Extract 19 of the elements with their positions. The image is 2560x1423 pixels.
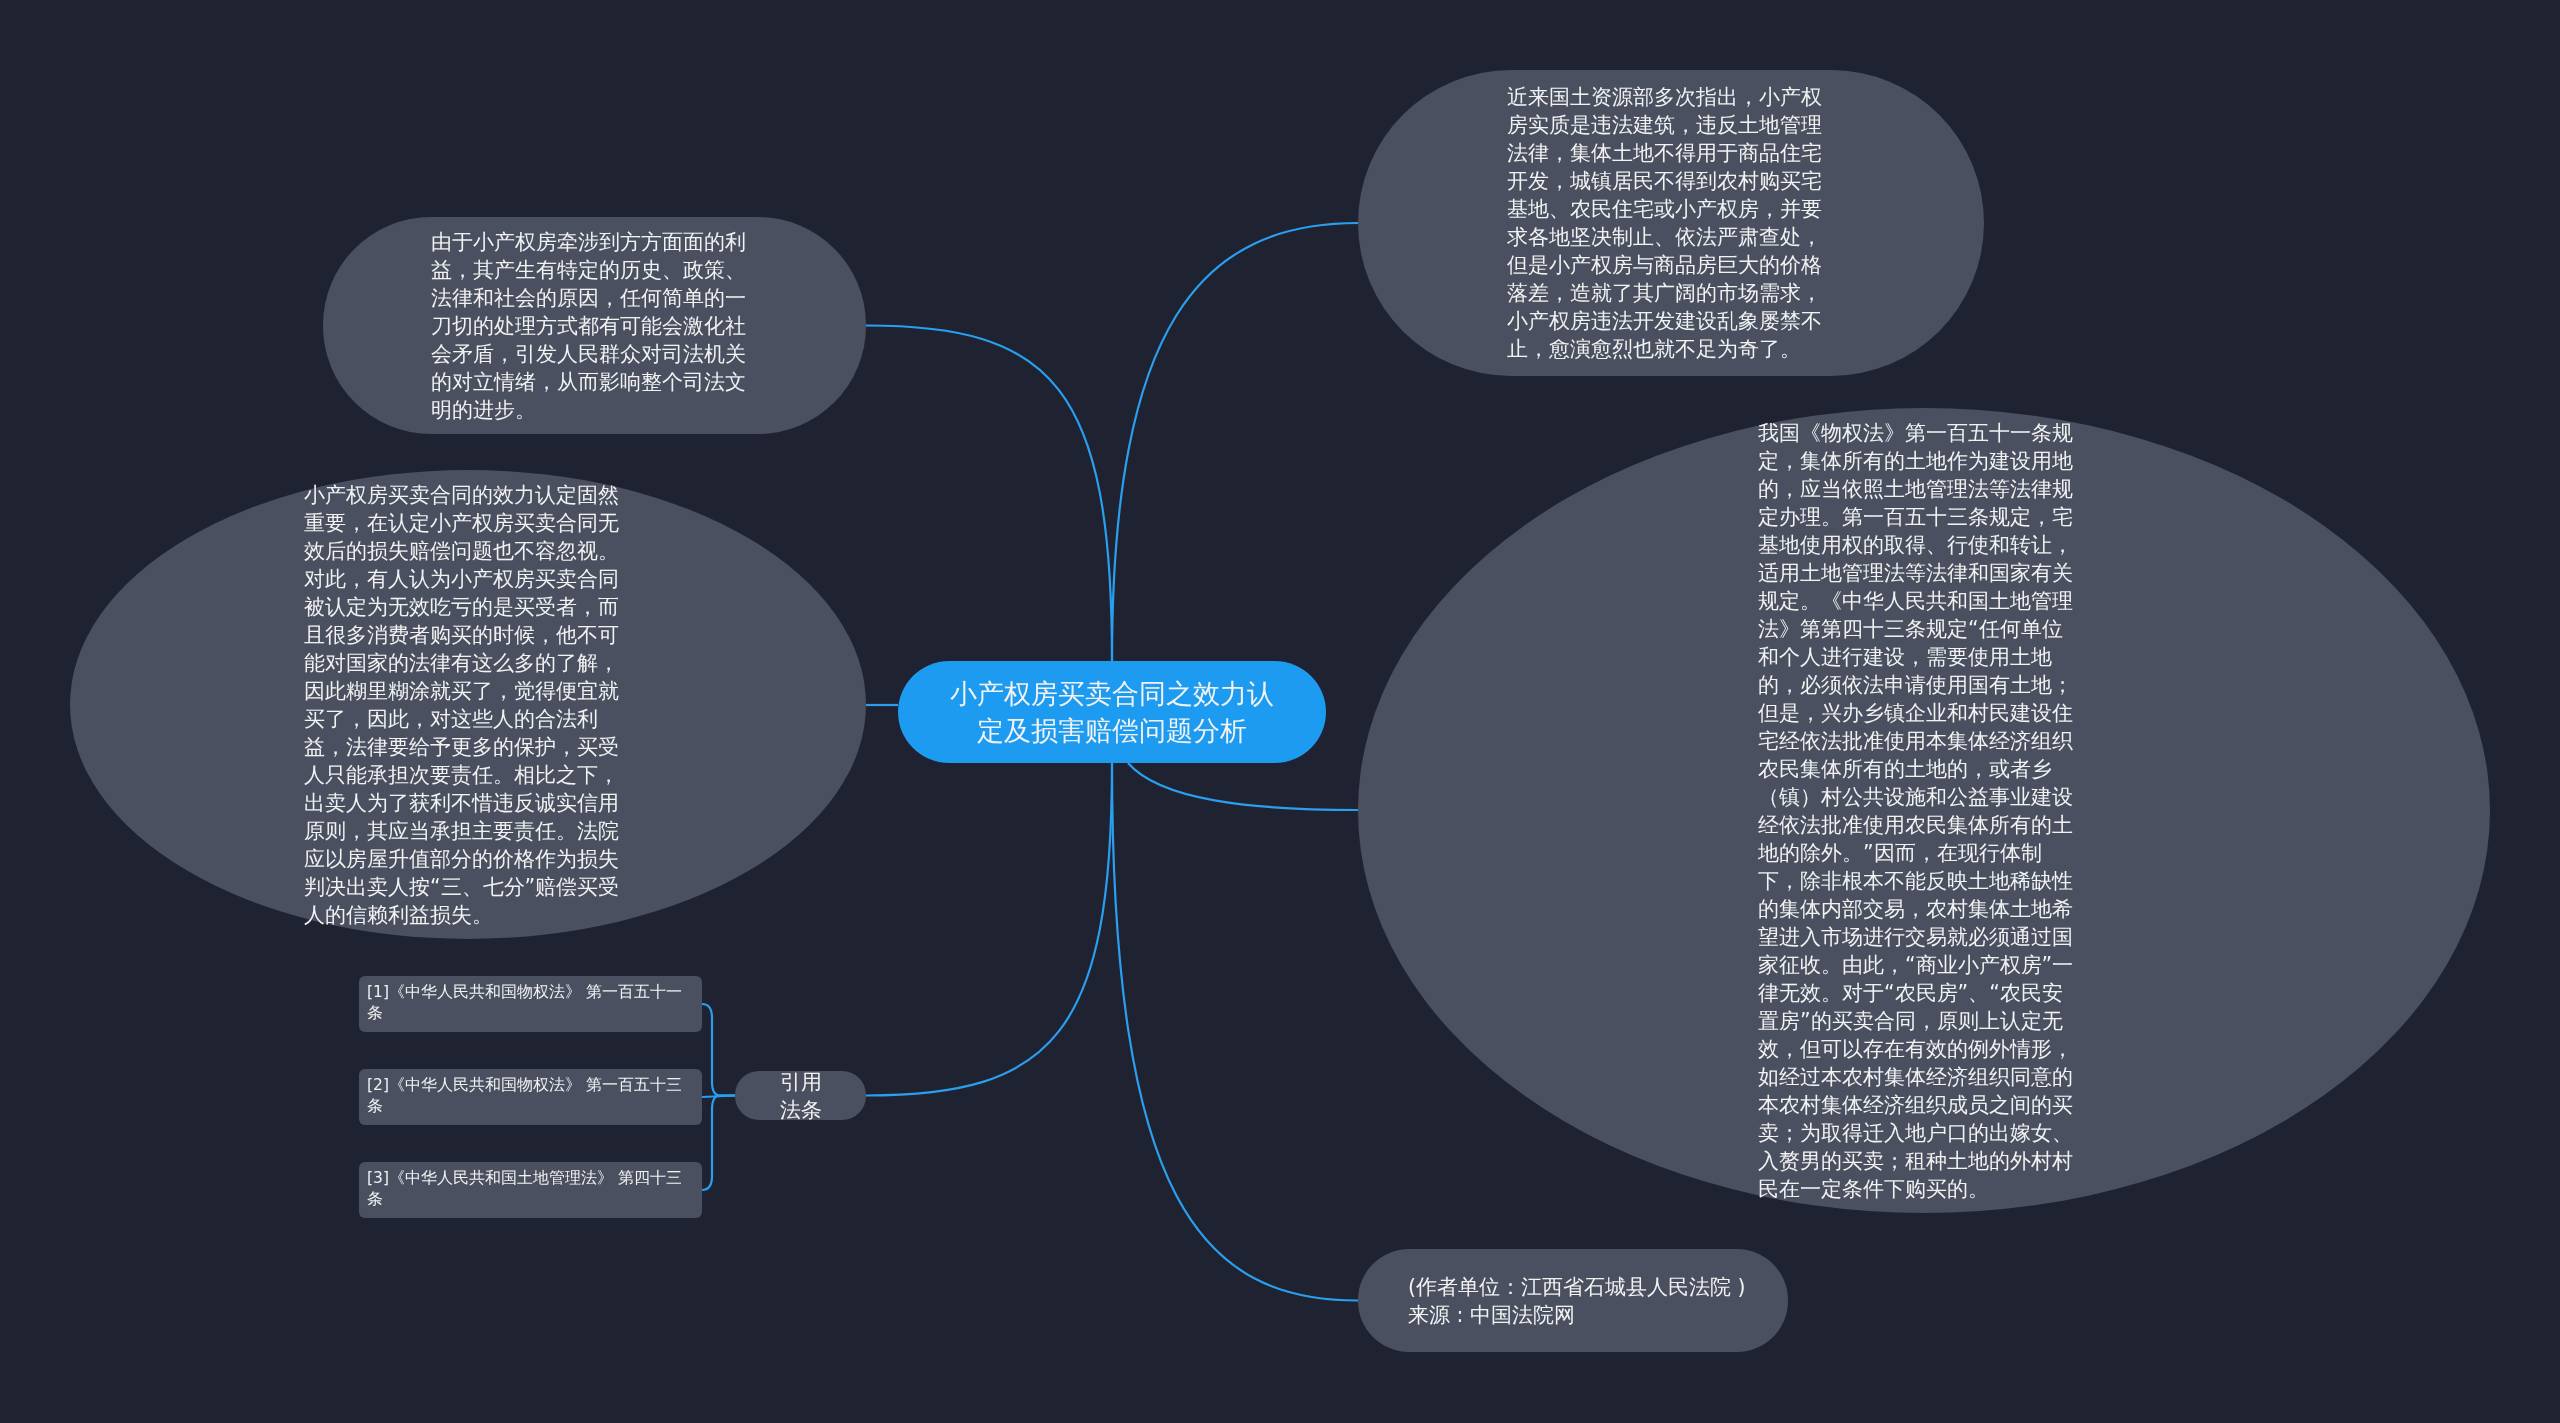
reference-box <box>359 1162 702 1218</box>
reference-box <box>359 976 702 1032</box>
node-text: 近来国土资源部多次指出，小产权房实质是违法建筑，违反土地管理法律，集体土地不得用于商品住宅开发，城镇居民不得到农村购买宅基地、农民住宅或小产权房，并要求各地坚决制止、依法严肃查处，但是小产权房与商品房巨大的价格落差，造就了其广阔的市场需求，小产权房违法开发建设乱象屡禁不止，愈演愈烈也就不足为奇了。 <box>1507 84 1823 363</box>
node-text: 由于小产权房牵涉到方方面面的利益，其产生有特定的历史、政策、法律和社会的原因，任何简单的一刀切的处理方式都有可能会激化社会矛盾，引发人民群众对司法机关的对立情绪，从而影响整个司法文明的进步。 <box>431 228 747 424</box>
connector-line <box>1110 762 1359 1302</box>
connector-line <box>866 703 898 707</box>
node-text: 小产权房买卖合同的效力认定固然重要，在认定小产权房买卖合同无效后的损失赔偿问题也不容忽视。对此，有人认为小产权房买卖合同被认定为无效吃亏的是买受者，而且很多消费者购买的时候，他不可能对国家的法律有这么多的了解，因此糊里糊涂就买了，觉得便宜就买了，因此，对这些人的合法利益，法律要给予更多的保护，买受人只能承担次要责任。相比之下，出卖人为了获利不惜违反诚实信用原则，其应当承担主要责任。法院应以房屋升值部分的价格作为损失判决出卖人按“三、七分”赔偿买受人的信赖利益损失。 <box>304 481 621 929</box>
connector-line <box>701 1094 735 1192</box>
node-text: 小产权房买卖合同之效力认定及损害赔偿问题分析 <box>949 677 1275 748</box>
node-text: 我国《物权法》第一百五十一条规定，集体所有的土地作为建设用地的，应当依照土地管理法等法律规定办理。第一百五十三条规定，宅基地使用权的取得、行使和转让，适用土地管理法等法律和国家有关规定。《中华人民共和国土地管理法》第第四十三条规定“任何单位和个人进行建设，需要使用土地的，必须依法申请使用国有土地；但是，兴办乡镇企业和村民建设住宅经依法批准使用本集体经济组织农民集体所有的土地的，或者乡（镇）村公共设施和公益事业建设经依法批准使用农民集体所有的土地的除外。”因而，在现行体制下，除非根本不能反映土地稀缺性的集体内部交易，农村集体土地希望进入市场进行交易就必须通过国家征收。由此，“商业小产权房”一律无效。对于“农民房”、“农民安置房”的买卖合同，原则上认定无效，但可以存在有效的例外情形，如经过本农村集体经济组织同意的本农村集体经济组织成员之间的买卖；为取得迁入地户口的出嫁女、入赘男的买卖；租种土地的外村村民在一定条件下购买的。 <box>1758 419 2075 1203</box>
branch-topic <box>735 1071 866 1120</box>
node-text: [3]《中华人民共和国土地管理法》 第四十三条 <box>367 1168 683 1210</box>
reference-box <box>359 1069 702 1125</box>
node-text: (作者单位：江西省石城县人民法院 ) 来源 : 中国法院网 <box>1408 1273 1747 1329</box>
connector-line <box>1110 221 1359 662</box>
connector-line <box>1127 762 1358 812</box>
node-text: 引用法条 <box>778 1068 823 1124</box>
node-text: [1]《中华人民共和国物权法》 第一百五十一条 <box>367 982 683 1024</box>
node-text: [2]《中华人民共和国物权法》 第一百五十三条 <box>367 1075 683 1117</box>
